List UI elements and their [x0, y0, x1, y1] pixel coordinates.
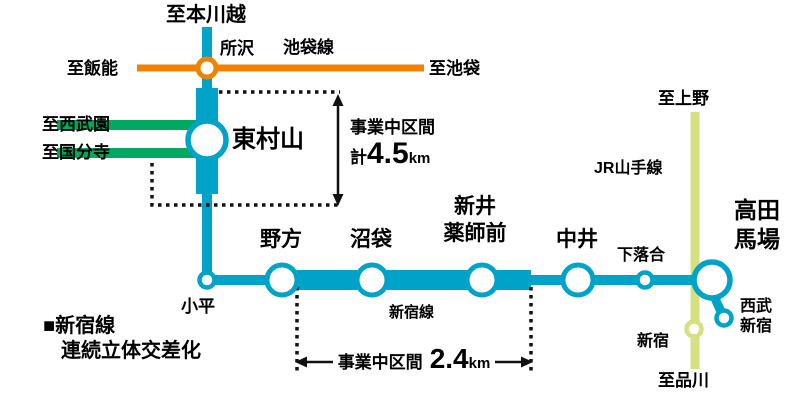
- station-label-shinjuku: 新宿: [637, 333, 670, 350]
- station-circle-takadanobaba: [691, 259, 733, 301]
- station-label-kodaira: 小平: [181, 297, 215, 316]
- construction-section-label-top: 事業中区間: [350, 118, 435, 137]
- station-label-araiyakushimae-line2: 薬師前: [443, 222, 507, 245]
- construction-length-top: 計 4.5 km: [350, 136, 430, 171]
- construction-boundary-left: [150, 163, 340, 207]
- station-label-seibushinjuku: 西武 新宿: [740, 297, 772, 337]
- seibuen-branch-line: [57, 120, 196, 130]
- label-to-hanno: 至飯能: [67, 59, 118, 78]
- length-value: 4.5: [367, 137, 409, 170]
- station-circle-shinjuku: [684, 319, 704, 339]
- station-label-araiyakushimae-line1: 新井: [454, 195, 496, 218]
- line-label-ikebukuro: 池袋線: [283, 38, 334, 57]
- station-label-numabukuro: 沼袋: [350, 228, 392, 251]
- arrow-right-icon: [521, 356, 533, 368]
- station-circle-araiyakushimae: [464, 262, 500, 298]
- arrow-up-icon: [332, 94, 344, 106]
- length-unit: km: [408, 150, 431, 167]
- label-to-kokubunji: 至国分寺: [42, 143, 110, 162]
- station-label-nakai: 中井: [556, 228, 598, 251]
- station-label-seibushinjuku-line2: 新宿: [740, 318, 773, 335]
- label-to-ueno: 至上野: [658, 89, 709, 108]
- diagram-title-line2: 連続立体交差化: [61, 340, 201, 362]
- station-label-higashimurayama: 東村山: [232, 126, 304, 153]
- line-label-jr-yamanote: JR山手線: [594, 160, 663, 177]
- label-to-hon-kawagoe: 至本川越: [166, 4, 246, 26]
- station-label-shimoochiai: 下落合: [617, 247, 666, 264]
- construction-section-label-bottom: 事業中区間: [337, 353, 423, 372]
- label-to-seibuen: 至西武園: [42, 115, 110, 134]
- arrow-down-icon: [332, 194, 344, 206]
- station-label-nogata: 野方: [260, 228, 302, 251]
- length-prefix: 計: [350, 148, 367, 167]
- arrow-left-icon: [295, 356, 307, 368]
- station-label-tokorozawa: 所沢: [220, 39, 254, 58]
- station-label-takadanobaba-line2: 馬場: [734, 226, 780, 252]
- station-circle-nogata: [264, 262, 300, 298]
- station-circle-nakai: [560, 262, 596, 298]
- station-circle-kodaira: [197, 270, 217, 290]
- diagram-title-line1: ■新宿線: [43, 315, 116, 337]
- station-label-araiyakushimae: 新井 薬師前: [413, 193, 537, 247]
- station-circle-higashimurayama: [185, 118, 229, 162]
- label-to-shinagawa: 至品川: [658, 371, 709, 390]
- station-label-seibushinjuku-line1: 西武: [740, 298, 773, 315]
- label-to-ikebukuro: 至池袋: [429, 59, 480, 78]
- station-circle-shimoochiai: [635, 270, 655, 290]
- length-unit-bottom: km: [468, 355, 491, 372]
- station-label-takadanobaba-line1: 高田: [734, 197, 780, 223]
- station-label-takadanobaba: 高田 馬場: [734, 196, 780, 254]
- line-label-shinjuku: 新宿線: [389, 304, 435, 321]
- length-value-bottom: 2.4: [429, 343, 469, 374]
- construction-length-bottom: 事業中区間 2.4 km: [297, 342, 531, 376]
- station-circle-numabukuro: [354, 262, 390, 298]
- station-circle-tokorozawa: [195, 56, 219, 80]
- station-circle-seibushinjuku: [714, 308, 734, 328]
- kokubunji-branch-line: [57, 148, 196, 158]
